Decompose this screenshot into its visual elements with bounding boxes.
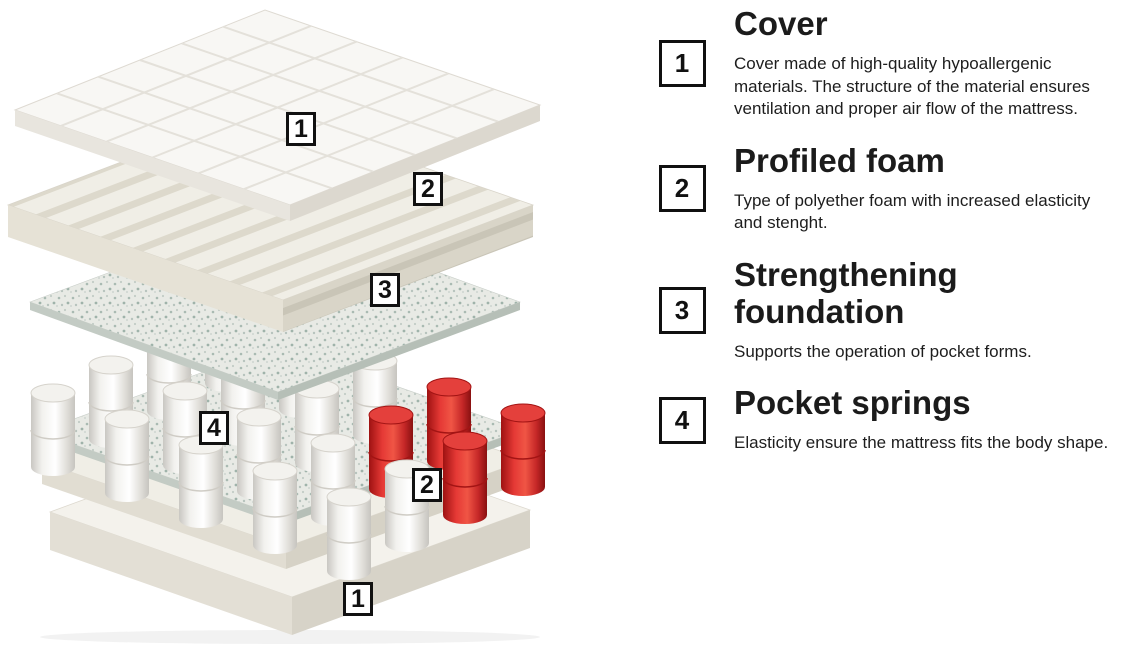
- layer-tag-cover-top: 1: [286, 112, 316, 146]
- layer-tag-number: 3: [378, 275, 392, 304]
- legend: 1 Cover Cover made of high-quality hypoa…: [630, 5, 1118, 477]
- pocket-spring: [30, 383, 76, 477]
- legend-body-cover: Cover made of high-quality hypoallergeni…: [734, 53, 1090, 119]
- legend-entry-cover: 1 Cover Cover made of high-quality hypoa…: [630, 5, 1118, 121]
- pocket-spring: [252, 461, 298, 555]
- mattress-exploded-svg: [6, 9, 546, 644]
- layer-tag-springs: 4: [199, 411, 229, 445]
- layer-tag-foundation: 3: [370, 273, 400, 307]
- pocket-spring: [178, 435, 224, 529]
- mattress-illustration: 1 2 3 4 2 1: [6, 9, 546, 644]
- layer-tag-foam-top: 2: [413, 172, 443, 206]
- layer-tag-number: 2: [421, 174, 435, 203]
- legend-badge-4: 4: [658, 396, 706, 444]
- layer-cover: [13, 9, 542, 221]
- legend-text-block: Cover Cover made of high-quality hypoall…: [734, 5, 1118, 121]
- legend-title-pocket-springs: Pocket springs: [734, 384, 971, 422]
- pocket-spring-red: [500, 403, 546, 497]
- legend-text-block: Pocket springs Elasticity ensure the mat…: [734, 385, 1118, 455]
- legend-body-profiled-foam: Type of polyether foam with increased el…: [734, 190, 1091, 233]
- legend-body-pocket-springs: Elasticity ensure the mattress fits the …: [734, 433, 1109, 453]
- layer-tag-foam-bottom: 2: [412, 468, 442, 502]
- legend-entry-profiled-foam: 2 Profiled foam Type of polyether foam w…: [630, 141, 1118, 235]
- pocket-spring-red: [442, 431, 488, 525]
- legend-title-strengthening-foundation: Strengthening foundation: [734, 255, 958, 330]
- legend-badge-1: 1: [658, 39, 706, 87]
- legend-entry-strengthening-foundation: 3 Strengthening foundation Supports the …: [630, 255, 1118, 364]
- legend-title-profiled-foam: Profiled foam: [734, 141, 945, 179]
- legend-entry-pocket-springs: 4 Pocket springs Elasticity ensure the m…: [630, 385, 1118, 455]
- layer-tag-cover-bottom: 1: [343, 582, 373, 616]
- layer-tag-number: 4: [207, 413, 221, 442]
- layer-tag-number: 1: [351, 584, 365, 613]
- quilt-pattern: [56, 24, 499, 191]
- legend-text-block: Profiled foam Type of polyether foam wit…: [734, 141, 1118, 235]
- ground-shadow: [40, 630, 540, 644]
- pocket-spring: [104, 409, 150, 503]
- layer-tag-number: 1: [294, 114, 308, 143]
- legend-title-cover: Cover: [734, 5, 828, 42]
- legend-body-strengthening-foundation: Supports the operation of pocket forms.: [734, 341, 1032, 361]
- legend-badge-3: 3: [658, 286, 706, 334]
- layer-tag-number: 2: [420, 470, 434, 499]
- legend-badge-2: 2: [658, 165, 706, 213]
- pocket-spring: [326, 487, 372, 581]
- legend-text-block: Strengthening foundation Supports the op…: [734, 255, 1118, 364]
